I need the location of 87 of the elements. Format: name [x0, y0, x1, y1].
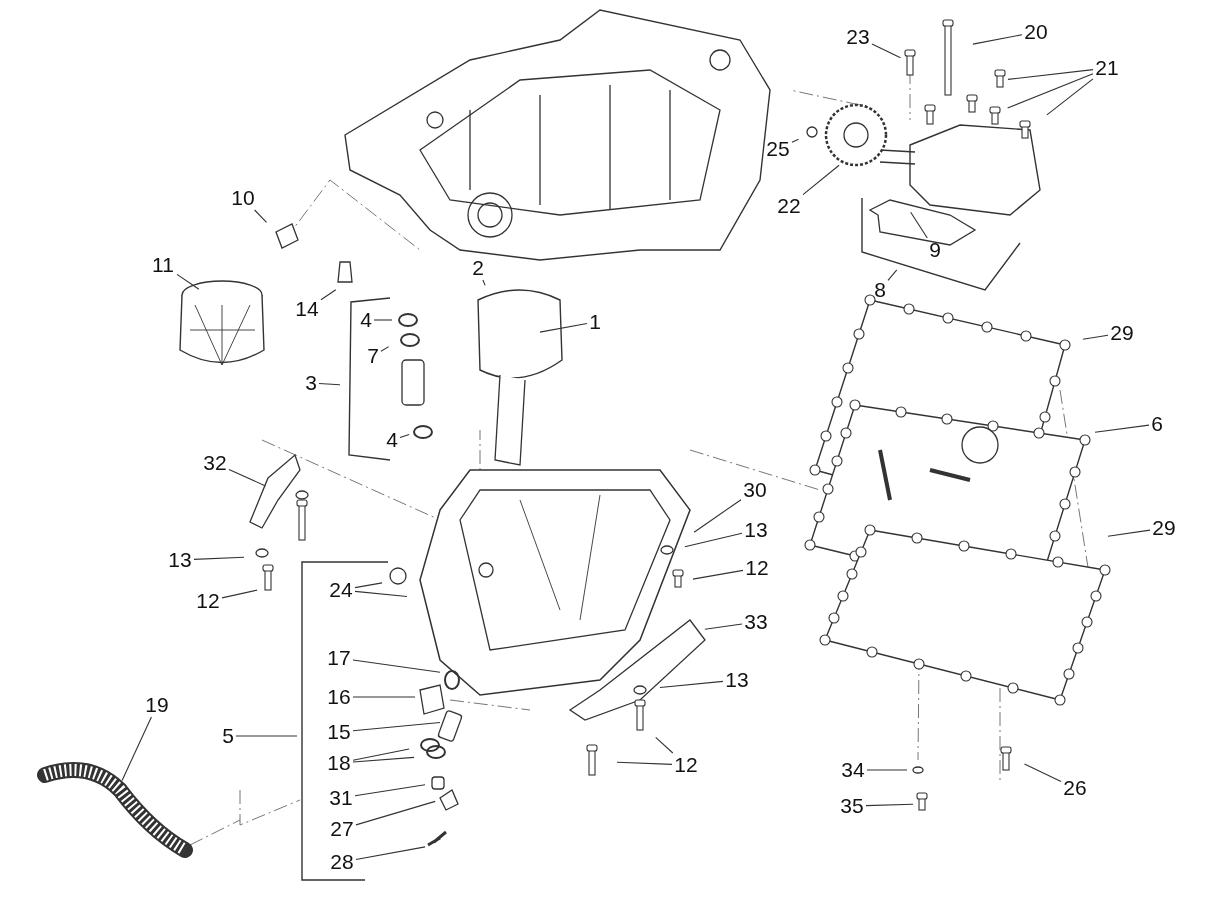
leader-line	[355, 846, 426, 861]
callout-number: 29	[1108, 321, 1136, 345]
callout-number: 16	[325, 685, 353, 709]
leader-line	[352, 659, 441, 673]
leader-line	[482, 279, 486, 286]
leader-line	[221, 589, 258, 599]
leader-line	[693, 499, 742, 533]
leader-line	[616, 761, 673, 765]
leader-line	[354, 582, 383, 589]
leader-line	[352, 756, 415, 763]
leader-line	[972, 34, 1023, 45]
callout-number: 31	[327, 786, 355, 810]
callout-number: 20	[1022, 20, 1050, 44]
leader-line	[228, 468, 266, 487]
callout-number: 23	[844, 25, 872, 49]
callout-number: 13	[166, 548, 194, 572]
callout-number: 10	[229, 186, 257, 210]
leader-line	[539, 322, 588, 333]
leader-line	[1046, 78, 1094, 116]
callout-number: 34	[839, 758, 867, 782]
leader-line	[354, 784, 426, 797]
callout-number: 30	[741, 478, 769, 502]
callout-number: 9	[927, 238, 943, 262]
leader-line	[910, 211, 928, 239]
leader-line	[354, 590, 408, 598]
leader-line	[865, 803, 914, 807]
leader-line	[1107, 529, 1151, 537]
leader-line	[791, 138, 800, 143]
callout-number: 12	[194, 589, 222, 613]
leader-line	[1023, 763, 1062, 782]
callout-number: 25	[764, 137, 792, 161]
callout-number: 13	[723, 668, 751, 692]
leader-line	[373, 319, 393, 321]
leader-line	[176, 273, 200, 290]
callout-number: 5	[220, 724, 236, 748]
leader-line	[1094, 424, 1150, 433]
leader-line	[655, 736, 674, 754]
callout-number: 3	[303, 371, 319, 395]
leader-line	[1007, 69, 1094, 80]
callout-number: 8	[872, 278, 888, 302]
leader-line	[320, 289, 337, 301]
leader-line	[352, 721, 441, 732]
leader-line	[193, 556, 245, 560]
callout-number: 6	[1149, 412, 1165, 436]
callout-number: 22	[775, 194, 803, 218]
callout-number: 32	[201, 451, 229, 475]
callout-number: 15	[325, 720, 353, 744]
leader-line	[704, 623, 743, 630]
callout-number: 1	[587, 310, 603, 334]
callout-number: 12	[743, 556, 771, 580]
leader-line	[1007, 73, 1094, 109]
callout-number: 28	[328, 850, 356, 874]
leader-line	[121, 716, 152, 782]
leader-line	[318, 382, 341, 386]
callout-number: 12	[672, 753, 700, 777]
callout-number: 33	[742, 610, 770, 634]
callout-number: 11	[149, 253, 177, 277]
callout-number: 24	[327, 578, 355, 602]
leader-line	[866, 769, 908, 771]
callout-number: 7	[365, 344, 381, 368]
leader-line	[235, 735, 298, 737]
callout-number: 2	[470, 256, 486, 280]
leader-line	[887, 269, 898, 281]
callout-number: 13	[742, 518, 770, 542]
leader-line	[871, 43, 902, 59]
leader-line	[684, 532, 743, 548]
leader-line	[802, 164, 840, 196]
leader-line	[399, 433, 410, 439]
callout-number: 21	[1093, 56, 1121, 80]
leader-line	[352, 748, 410, 761]
callout-number: 29	[1150, 516, 1178, 540]
leader-line	[1082, 334, 1109, 340]
callout-number: 17	[325, 646, 353, 670]
leader-line	[254, 209, 268, 223]
leader-line	[352, 696, 416, 698]
callout-number: 14	[293, 297, 321, 321]
callout-number: 27	[328, 817, 356, 841]
leader-line	[659, 680, 724, 689]
leader-line	[692, 569, 744, 580]
callout-number: 4	[384, 428, 400, 452]
leader-line	[355, 800, 436, 826]
callout-number: 18	[325, 751, 353, 775]
callout-number: 35	[838, 794, 866, 818]
callout-number: 4	[358, 308, 374, 332]
callout-number: 19	[143, 693, 171, 717]
callout-number: 26	[1061, 776, 1089, 800]
leader-line	[380, 346, 390, 352]
